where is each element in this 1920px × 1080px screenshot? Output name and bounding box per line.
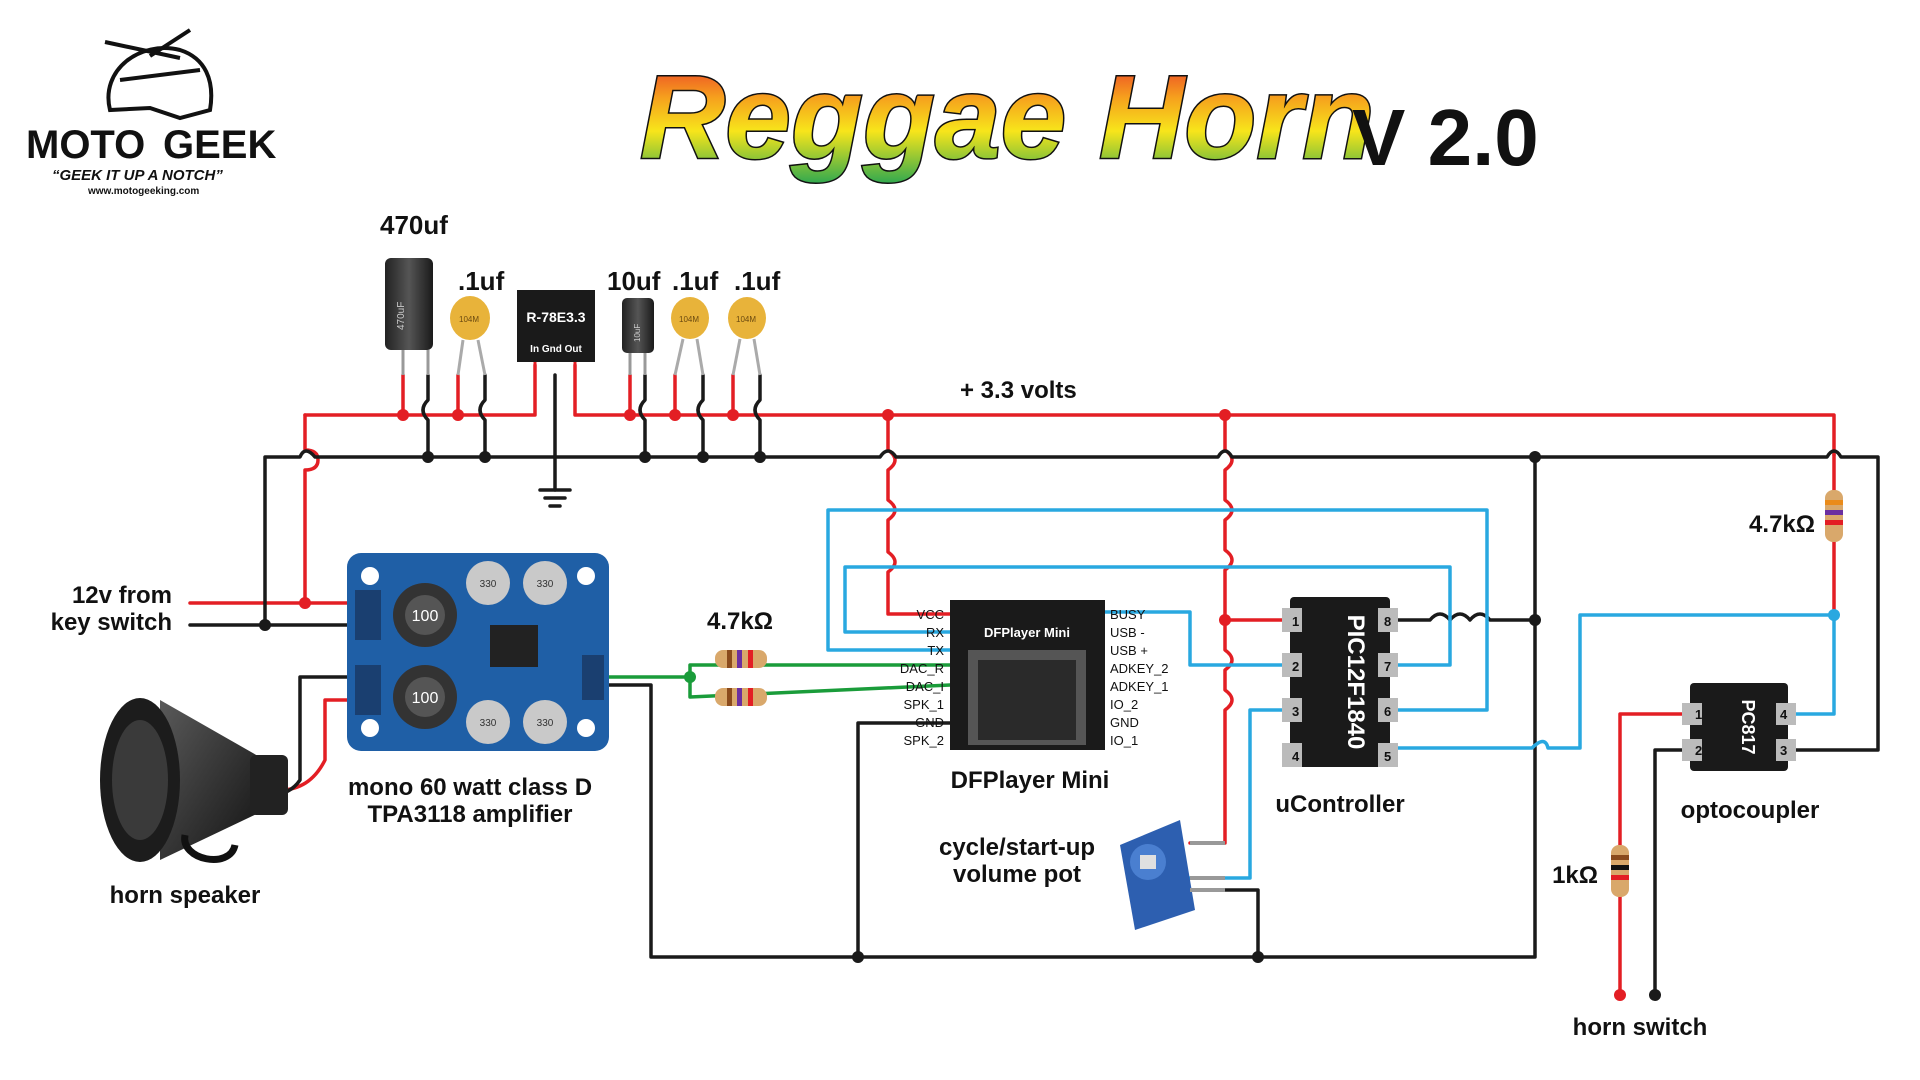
amplifier-label-line1: mono 60 watt class D <box>348 774 592 801</box>
svg-text:PIC12F1840: PIC12F1840 <box>1342 615 1369 750</box>
capacitor-ceramic-2: 104M <box>671 297 709 376</box>
resistor-pullup <box>1825 490 1843 542</box>
svg-text:2: 2 <box>1695 743 1702 758</box>
dfplayer-left-pins: VCC RX TX DAC_R DAC_I SPK_1 GND SPK_2 <box>900 607 944 748</box>
svg-text:PC817: PC817 <box>1738 699 1758 754</box>
brand-name-part2: GEEK <box>163 123 276 167</box>
mcu-label: uController <box>1275 791 1404 818</box>
svg-text:470uF: 470uF <box>396 302 407 330</box>
motogeek-logo: MOTO GEEK “GEEK IT UP A NOTCH” www.motog… <box>26 28 276 197</box>
capacitor-ceramic-1: 104M <box>450 296 490 376</box>
opto-label: optocoupler <box>1681 797 1820 824</box>
volume-potentiometer <box>1120 820 1225 930</box>
speaker-label: horn speaker <box>110 882 261 909</box>
svg-text:SPK_2: SPK_2 <box>904 733 944 748</box>
svg-text:ADKEY_2: ADKEY_2 <box>1110 661 1169 676</box>
resistor-opto <box>1611 845 1629 897</box>
amplifier-label-line2: TPA3118 amplifier <box>368 801 573 828</box>
svg-text:5: 5 <box>1384 749 1391 764</box>
cap-470uf-label: 470uf <box>380 210 448 240</box>
input-label-line1: 12v from <box>72 582 172 609</box>
svg-text:7: 7 <box>1384 659 1391 674</box>
svg-text:RX: RX <box>926 625 944 640</box>
optocoupler-chip: 1 2 4 3 PC817 <box>1682 683 1796 771</box>
svg-text:100: 100 <box>412 608 439 625</box>
svg-text:GND: GND <box>915 715 944 730</box>
svg-text:In Gnd Out: In Gnd Out <box>530 344 582 355</box>
pot-label-line2: volume pot <box>953 861 1081 888</box>
title-main: Reggae Horn <box>640 52 1374 184</box>
capacitor-10uf: 10uF <box>622 298 654 375</box>
svg-text:104M: 104M <box>459 315 479 324</box>
svg-text:R-78E3.3: R-78E3.3 <box>526 309 585 325</box>
resistor-amp-label: 4.7kΩ <box>707 608 773 635</box>
dfplayer-module: DFPlayer Mini <box>950 600 1105 750</box>
svg-text:330: 330 <box>480 579 497 590</box>
amplifier-board: 100 100 330 330 330 330 <box>347 553 609 751</box>
svg-text:104M: 104M <box>679 315 699 324</box>
svg-text:3: 3 <box>1292 704 1299 719</box>
brand-name-part1: MOTO <box>26 123 145 167</box>
svg-text:VCC: VCC <box>917 607 944 622</box>
svg-text:330: 330 <box>480 718 497 729</box>
svg-text:SPK_1: SPK_1 <box>904 697 944 712</box>
resistor-opto-label: 1kΩ <box>1552 862 1598 889</box>
brand-tagline: “GEEK IT UP A NOTCH” <box>52 167 223 184</box>
capacitor-ceramic-3: 104M <box>728 297 766 376</box>
pot-label-line1: cycle/start-up <box>939 834 1095 861</box>
cap-3-label: .1uf <box>734 266 781 296</box>
helmet-icon <box>104 28 214 121</box>
svg-text:DAC_I: DAC_I <box>906 679 944 694</box>
svg-text:IO_2: IO_2 <box>1110 697 1138 712</box>
resistor-pullup-label: 4.7kΩ <box>1749 511 1815 538</box>
svg-text:104M: 104M <box>736 315 756 324</box>
resistor-amp-1 <box>715 650 767 668</box>
svg-text:4: 4 <box>1292 749 1300 764</box>
svg-text:USB +: USB + <box>1110 643 1148 658</box>
junction-dots <box>259 409 1840 1001</box>
svg-text:330: 330 <box>537 718 554 729</box>
svg-text:2: 2 <box>1292 659 1299 674</box>
cap-2-label: .1uf <box>672 266 719 296</box>
svg-text:TX: TX <box>927 643 944 658</box>
svg-text:1: 1 <box>1695 707 1702 722</box>
svg-text:3: 3 <box>1780 743 1787 758</box>
resistor-amp-2 <box>715 688 767 706</box>
cap-1-label: .1uf <box>458 266 505 296</box>
horn-speaker <box>100 698 288 863</box>
svg-text:GND: GND <box>1110 715 1139 730</box>
svg-text:BUSY: BUSY <box>1110 607 1146 622</box>
svg-text:IO_1: IO_1 <box>1110 733 1138 748</box>
voltage-regulator: R-78E3.3 In Gnd Out <box>517 290 595 368</box>
cap-10uf-label: 10uf <box>607 266 661 296</box>
capacitor-470uf: 470uF <box>385 258 433 375</box>
svg-text:6: 6 <box>1384 704 1391 719</box>
svg-text:100: 100 <box>412 690 439 707</box>
ground-wires <box>188 373 1880 997</box>
title-version: V 2.0 <box>1352 93 1539 182</box>
brand-url: www.motogeeking.com <box>87 186 199 197</box>
svg-text:DAC_R: DAC_R <box>900 661 944 676</box>
svg-text:USB -: USB - <box>1110 625 1145 640</box>
svg-text:4: 4 <box>1780 707 1788 722</box>
input-label-line2: key switch <box>51 609 172 636</box>
svg-text:10uF: 10uF <box>633 324 642 342</box>
switch-label: horn switch <box>1573 1014 1708 1041</box>
svg-text:330: 330 <box>537 579 554 590</box>
power-rail-label: + 3.3 volts <box>960 377 1077 404</box>
pic-microcontroller: 1 2 3 4 8 7 6 5 PIC12F1840 <box>1282 597 1398 767</box>
svg-text:8: 8 <box>1384 614 1391 629</box>
svg-text:DFPlayer Mini: DFPlayer Mini <box>984 625 1070 640</box>
dfplayer-right-pins: BUSY USB - USB + ADKEY_2 ADKEY_1 IO_2 GN… <box>1110 607 1169 748</box>
svg-text:1: 1 <box>1292 614 1299 629</box>
svg-text:ADKEY_1: ADKEY_1 <box>1110 679 1169 694</box>
dfplayer-label: DFPlayer Mini <box>951 767 1110 794</box>
